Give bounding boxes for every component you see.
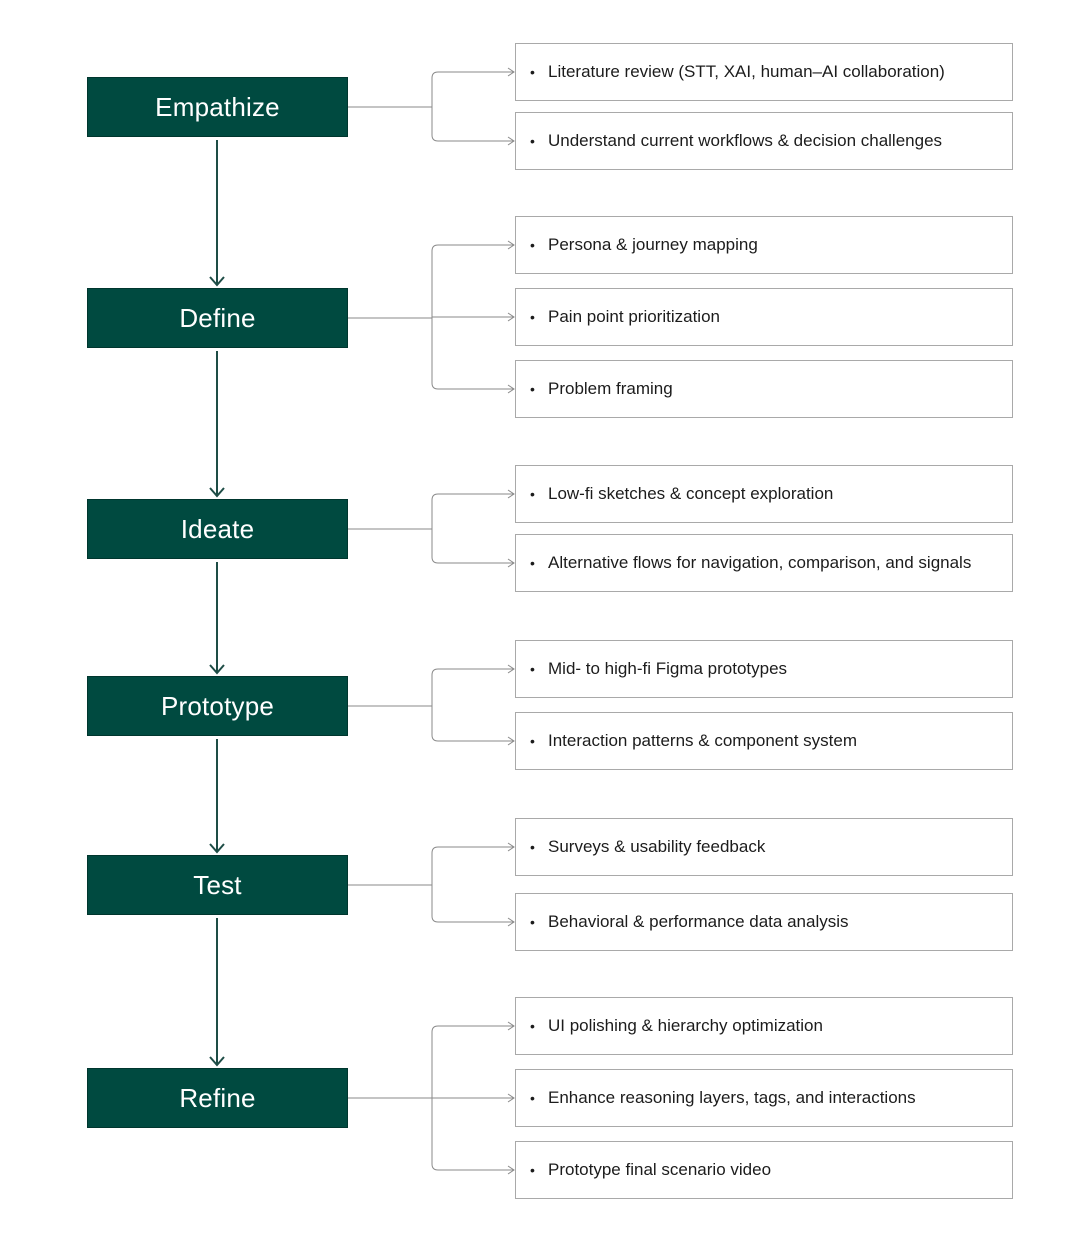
activity-text: UI polishing & hierarchy optimization (548, 1016, 823, 1035)
activity-text: Persona & journey mapping (548, 235, 758, 254)
branch-line (431, 1163, 514, 1171)
bullet-icon: • (530, 914, 535, 930)
branch-line (431, 382, 514, 390)
bullet-icon: • (530, 309, 535, 325)
stage-label: Prototype (160, 690, 275, 721)
branch-line (431, 493, 514, 501)
branch-line (431, 668, 514, 676)
stage-ideate: Ideate (87, 499, 348, 559)
bullet-icon: • (530, 733, 535, 749)
activity-text: Understand current workflows & decision … (548, 131, 943, 150)
stage-label: Refine (179, 1082, 256, 1113)
branch-line (431, 71, 514, 79)
activity-text: Surveys & usability feedback (548, 837, 766, 856)
activity-item: • Literature review (STT, XAI, human–AI c… (515, 43, 1013, 101)
bullet-icon: • (530, 381, 535, 397)
stage-label: Define (179, 302, 256, 333)
branch-arrowhead (507, 1021, 515, 1031)
activity-item: • Persona & journey mapping (515, 216, 1013, 274)
branch-line (431, 134, 514, 142)
activity-item: • Prototype final scenario video (515, 1141, 1013, 1199)
stage-test: Test (87, 855, 348, 915)
flow-arrowhead (209, 276, 225, 287)
activity-item: • Alternative flows for navigation, compa… (515, 534, 1013, 592)
activity-item: • Low-fi sketches & concept exploration (515, 465, 1013, 523)
activity-text: Enhance reasoning layers, tags, and inte… (548, 1088, 916, 1107)
bullet-icon: • (530, 555, 535, 571)
activity-text: Alternative flows for navigation, compar… (548, 553, 972, 572)
bullet-icon: • (530, 237, 535, 253)
bullet-icon: • (530, 133, 535, 149)
bullet-icon: • (530, 661, 535, 677)
bullet-icon: • (530, 486, 535, 502)
activity-text: Pain point prioritization (548, 307, 720, 326)
activity-text: Problem framing (548, 379, 673, 398)
branch-arrowhead (507, 558, 515, 568)
activity-item: • Enhance reasoning layers, tags, and int… (515, 1069, 1013, 1127)
flow-arrowhead (209, 843, 225, 854)
branch-line (431, 1025, 514, 1033)
bullet-icon: • (530, 64, 535, 80)
stage-empathize: Empathize (87, 77, 348, 137)
activity-item: • Surveys & usability feedback (515, 818, 1013, 876)
flow-arrowhead (209, 664, 225, 675)
activity-text: Low-fi sketches & concept exploration (548, 484, 834, 503)
branch-line (431, 734, 514, 742)
branch-arrowhead (507, 384, 515, 394)
branch-arrowhead (507, 240, 515, 250)
activity-text: Mid- to high-fi Figma prototypes (548, 659, 788, 678)
branch-arrowhead (507, 312, 515, 322)
stage-label: Test (193, 869, 242, 900)
bullet-icon: • (530, 839, 535, 855)
activity-item: • UI polishing & hierarchy optimization (515, 997, 1013, 1055)
branch-arrowhead (507, 664, 515, 674)
stage-refine: Refine (87, 1068, 348, 1128)
branch-line (431, 846, 514, 854)
stage-label: Empathize (155, 91, 280, 122)
branch-line (431, 244, 514, 252)
branch-arrowhead (507, 489, 515, 499)
branch-arrowhead (507, 917, 515, 927)
activity-text: Literature review (STT, XAI, human–AI co… (548, 62, 945, 81)
activity-item: • Mid- to high-fi Figma prototypes (515, 640, 1013, 698)
activity-item: • Problem framing (515, 360, 1013, 418)
flow-arrowhead (209, 1056, 225, 1067)
branch-arrowhead (507, 1165, 515, 1175)
branch-arrowhead (507, 842, 515, 852)
branch-arrowhead (507, 736, 515, 746)
branch-arrowhead (507, 1093, 515, 1103)
bullet-icon: • (530, 1090, 535, 1106)
activity-item: • Understand current workflows & decision… (515, 112, 1013, 170)
stage-label: Ideate (180, 513, 255, 544)
activity-text: Prototype final scenario video (548, 1160, 772, 1179)
activity-item: • Pain point prioritization (515, 288, 1013, 346)
bullet-icon: • (530, 1162, 535, 1178)
activity-text: Interaction patterns & component system (548, 731, 857, 750)
stage-define: Define (87, 288, 348, 348)
flow-arrowhead (209, 487, 225, 498)
branch-line (431, 556, 514, 564)
branch-arrowhead (507, 136, 515, 146)
activity-item: • Interaction patterns & component system (515, 712, 1013, 770)
activity-text: Behavioral & performance data analysis (548, 912, 849, 931)
bullet-icon: • (530, 1018, 535, 1034)
branch-line (431, 915, 514, 923)
branch-arrowhead (507, 67, 515, 77)
activity-item: • Behavioral & performance data analysis (515, 893, 1013, 951)
stage-prototype: Prototype (87, 676, 348, 736)
